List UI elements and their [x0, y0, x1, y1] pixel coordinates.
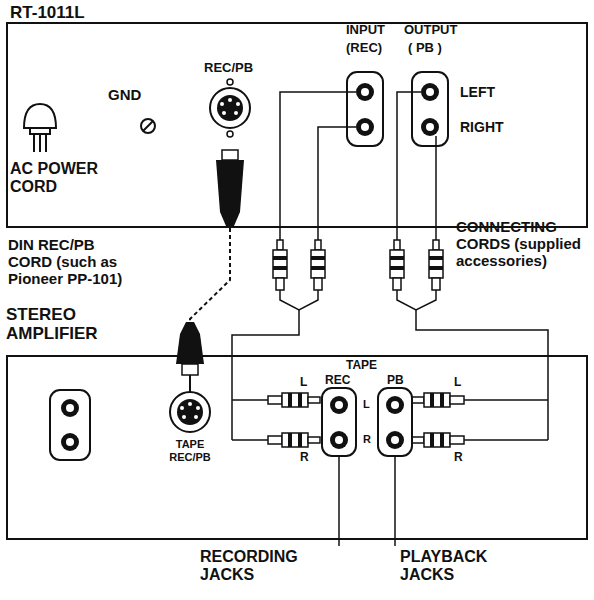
part-label: REC — [325, 373, 350, 387]
part-label: OUTPUT — [404, 22, 457, 37]
part-label: PB — [387, 373, 404, 387]
part-label: DIN REC/PB CORD (such as Pioneer PP-101) — [8, 236, 138, 287]
panel-heading: RT-1011L — [10, 3, 230, 22]
part-label: (REC) — [346, 40, 382, 55]
panel-heading: STEREO AMPLIFIER — [6, 305, 118, 343]
din-plug — [216, 150, 244, 226]
part-label: TAPE REC/PB — [162, 438, 218, 464]
part-label: L — [300, 375, 307, 389]
din-cord — [190, 228, 230, 355]
gnd-screw — [141, 119, 155, 133]
part-label: RIGHT — [460, 119, 504, 135]
part-label: L — [363, 398, 370, 411]
part-label: TAPE — [346, 358, 377, 372]
amplifier-panel: STEREO AMPLIFIER — [6, 355, 588, 540]
part-label: PLAYBACK JACKS — [400, 548, 510, 584]
part-label: RECORDING JACKS — [200, 548, 322, 584]
din-socket — [210, 79, 250, 137]
part-label: REC/PB — [204, 60, 253, 75]
part-label: AC POWER CORD — [10, 160, 110, 196]
rca-plugs — [268, 240, 464, 447]
din-plug-amp — [176, 322, 204, 375]
part-label: LEFT — [460, 84, 495, 100]
part-label: R — [300, 450, 309, 464]
part-label: INPUT — [346, 22, 385, 37]
part-label: L — [454, 375, 461, 389]
power-cord-icon — [24, 104, 56, 152]
din-socket-amp — [170, 375, 210, 432]
part-label: R — [454, 450, 463, 464]
amp-jacks — [50, 388, 412, 460]
part-label: ( PB ) — [408, 40, 442, 55]
leader-lines — [339, 456, 395, 546]
part-label: GND — [108, 86, 141, 103]
part-label: R — [363, 433, 371, 446]
part-label: CONNECTING CORDS (supplied accessories) — [456, 218, 590, 269]
